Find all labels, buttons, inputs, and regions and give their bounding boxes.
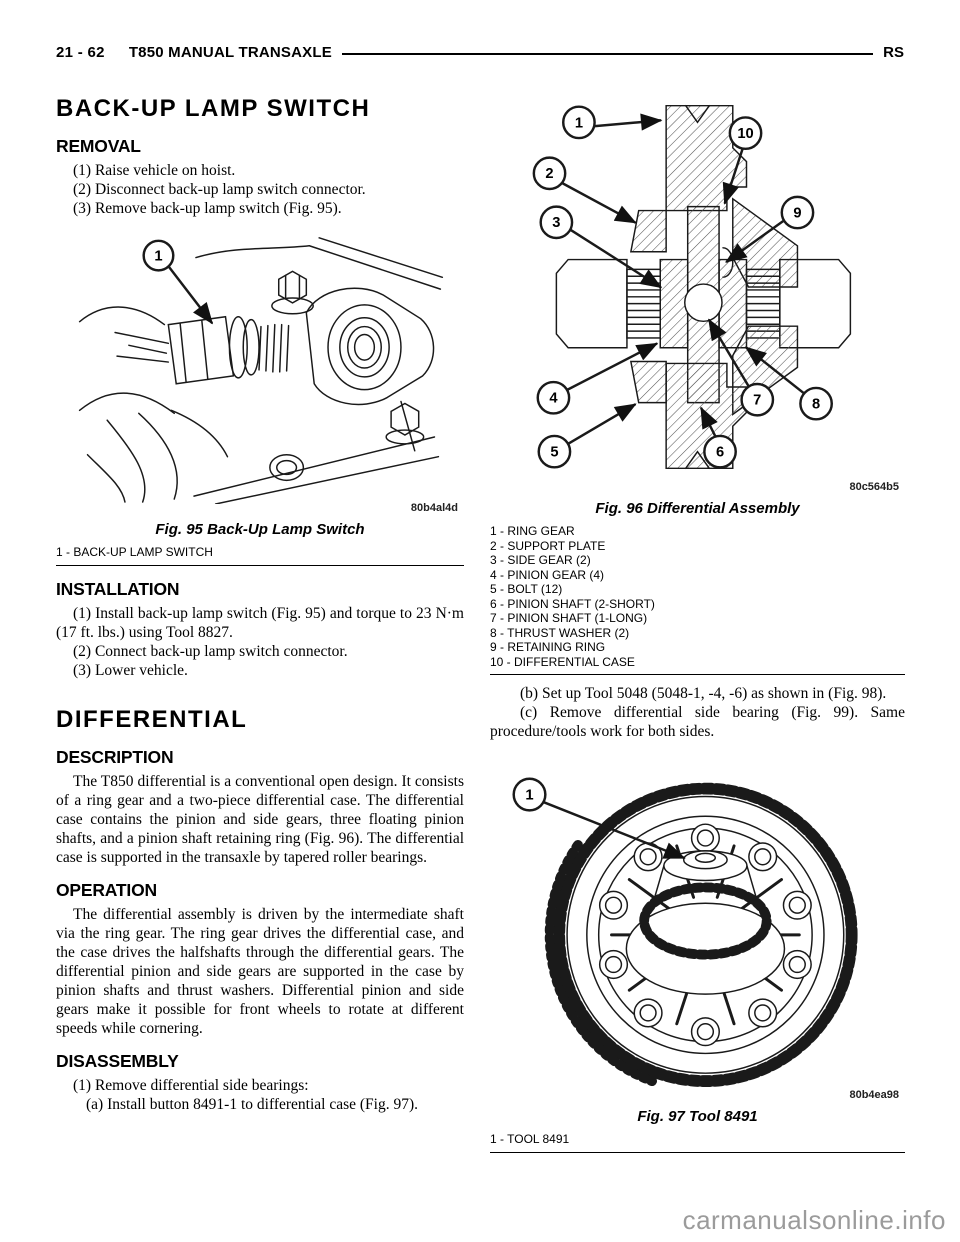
header-rule xyxy=(341,52,874,55)
svg-text:1: 1 xyxy=(575,115,583,131)
section-title-backup-lamp-switch: BACK-UP LAMP SWITCH xyxy=(56,95,371,122)
section-title-differential: DIFFERENTIAL xyxy=(56,705,248,733)
disassembly-substep-c: (c) Remove differential side bearing (Fi… xyxy=(490,704,905,740)
region-code: RS xyxy=(883,44,904,61)
svg-text:1: 1 xyxy=(154,249,162,265)
heading-installation: INSTALLATION xyxy=(56,578,180,599)
legend-item: 7 - PINION SHAFT (1-LONG) xyxy=(490,611,648,625)
fig96-callout-9: 9 xyxy=(725,195,815,263)
fig96-callout-5: 5 xyxy=(537,403,637,469)
heading-disassembly: DISASSEMBLY xyxy=(56,1050,179,1071)
description-paragraph: The T850 differential is a conventional … xyxy=(56,772,464,866)
fig96-callout-7: 7 xyxy=(708,318,775,417)
page-number: 21 - 62 xyxy=(56,44,105,61)
fig96-callout-8: 8 xyxy=(744,346,833,421)
svg-text:7: 7 xyxy=(753,393,761,409)
removal-step: (3) Remove back-up lamp switch (Fig. 95)… xyxy=(73,200,342,217)
fig95-image-code: 80b4al4d xyxy=(410,502,458,514)
chapter-title: T850 MANUAL TRANSAXLE xyxy=(128,44,332,61)
fig95-caption: Fig. 95 Back-Up Lamp Switch xyxy=(155,521,365,538)
svg-text:10: 10 xyxy=(737,126,753,142)
right-column: 1 2 3 4 xyxy=(490,89,905,1153)
svg-text:2: 2 xyxy=(545,166,553,182)
fig96-callout-4: 4 xyxy=(536,342,659,415)
legend-item: 1 - TOOL 8491 xyxy=(490,1132,570,1146)
watermark: carmanualsonline.info xyxy=(682,1205,946,1235)
svg-text:6: 6 xyxy=(716,445,724,461)
fig97-drawing: 1 xyxy=(512,777,858,1088)
legend-item: 1 - RING GEAR xyxy=(490,524,575,538)
figure-96: 1 2 3 4 xyxy=(490,91,905,675)
fig96-image-code: 80c564b5 xyxy=(849,481,899,493)
page-header: 21 - 62 T850 MANUAL TRANSAXLE RS xyxy=(56,44,904,61)
installation-step: (2) Connect back-up lamp switch connecto… xyxy=(73,642,348,660)
fig95-callout-1: 1 xyxy=(142,239,214,325)
operation-paragraph: The differential assembly is driven by t… xyxy=(56,905,464,1037)
fig96-callout-6: 6 xyxy=(700,406,737,469)
figure-divider xyxy=(490,1151,905,1153)
fig97-legend: 1 - TOOL 8491 xyxy=(490,1132,905,1147)
left-column: BACK-UP LAMP SWITCH REMOVAL (1) Raise ve… xyxy=(56,89,464,1153)
figure-divider xyxy=(490,674,905,675)
fig96-callout-1: 1 xyxy=(562,105,663,140)
svg-text:9: 9 xyxy=(793,205,801,221)
fig95-drawing: 1 xyxy=(78,237,444,504)
legend-item: 5 - BOLT (12) xyxy=(490,582,563,596)
legend-item: 9 - RETAINING RING xyxy=(490,640,606,654)
legend-item: 8 - THRUST WASHER (2) xyxy=(490,625,630,640)
installation-step: (1) Install back-up lamp switch (Fig. 95… xyxy=(56,604,464,641)
fig96-drawing: 1 2 3 4 xyxy=(532,104,852,470)
fig96-caption: Fig. 96 Differential Assembly xyxy=(595,500,800,517)
fig96-callout-3: 3 xyxy=(539,205,663,289)
fig97-caption: Fig. 97 Tool 8491 xyxy=(637,1108,758,1125)
svg-text:5: 5 xyxy=(550,445,558,461)
heading-description: DESCRIPTION xyxy=(56,746,174,767)
svg-text:8: 8 xyxy=(812,397,820,413)
heading-removal: REMOVAL xyxy=(56,136,141,156)
legend-item: 2 - SUPPORT PLATE xyxy=(490,538,606,553)
svg-text:1: 1 xyxy=(525,787,533,803)
installation-step: (3) Lower vehicle. xyxy=(73,661,188,679)
legend-item: 1 - BACK-UP LAMP SWITCH xyxy=(56,545,213,559)
fig97-image-code: 80b4ea98 xyxy=(849,1089,899,1101)
figure-97: 1 80b4ea98 Fig. 97 Tool 8491 1 - TOOL 84… xyxy=(490,755,905,1153)
legend-item: 4 - PINION GEAR (4) xyxy=(490,567,605,582)
fig96-callout-2: 2 xyxy=(532,156,637,224)
disassembly-substep: (a) Install button 8491-1 to differentia… xyxy=(86,1095,419,1113)
fig96-callout-10: 10 xyxy=(722,116,763,205)
legend-item: 10 - DIFFERENTIAL CASE xyxy=(490,654,635,669)
legend-item: 6 - PINION SHAFT (2-SHORT) xyxy=(490,596,655,611)
two-column-layout: BACK-UP LAMP SWITCH REMOVAL (1) Raise ve… xyxy=(56,89,905,1153)
svg-text:4: 4 xyxy=(549,391,558,407)
svg-text:3: 3 xyxy=(552,215,560,231)
figure-95: 1 80b4al4d Fig. 95 Back-Up Lamp Switch 1… xyxy=(56,228,464,566)
disassembly-substep-b: (b) Set up Tool 5048 (5048-1, -4, -6) as… xyxy=(520,685,887,702)
fig96-legend: 1 - RING GEAR 2 - SUPPORT PLATE 3 - SIDE… xyxy=(490,524,905,669)
figure-divider xyxy=(56,564,464,566)
removal-step: (2) Disconnect back-up lamp switch conne… xyxy=(73,181,366,198)
heading-operation: OPERATION xyxy=(56,879,157,900)
removal-step: (1) Raise vehicle on hoist. xyxy=(73,162,236,179)
disassembly-step: (1) Remove differential side bearings: xyxy=(73,1076,309,1094)
fig95-legend: 1 - BACK-UP LAMP SWITCH xyxy=(56,545,464,560)
fig97-callout-1: 1 xyxy=(512,777,686,860)
legend-item: 3 - SIDE GEAR (2) xyxy=(490,553,591,567)
